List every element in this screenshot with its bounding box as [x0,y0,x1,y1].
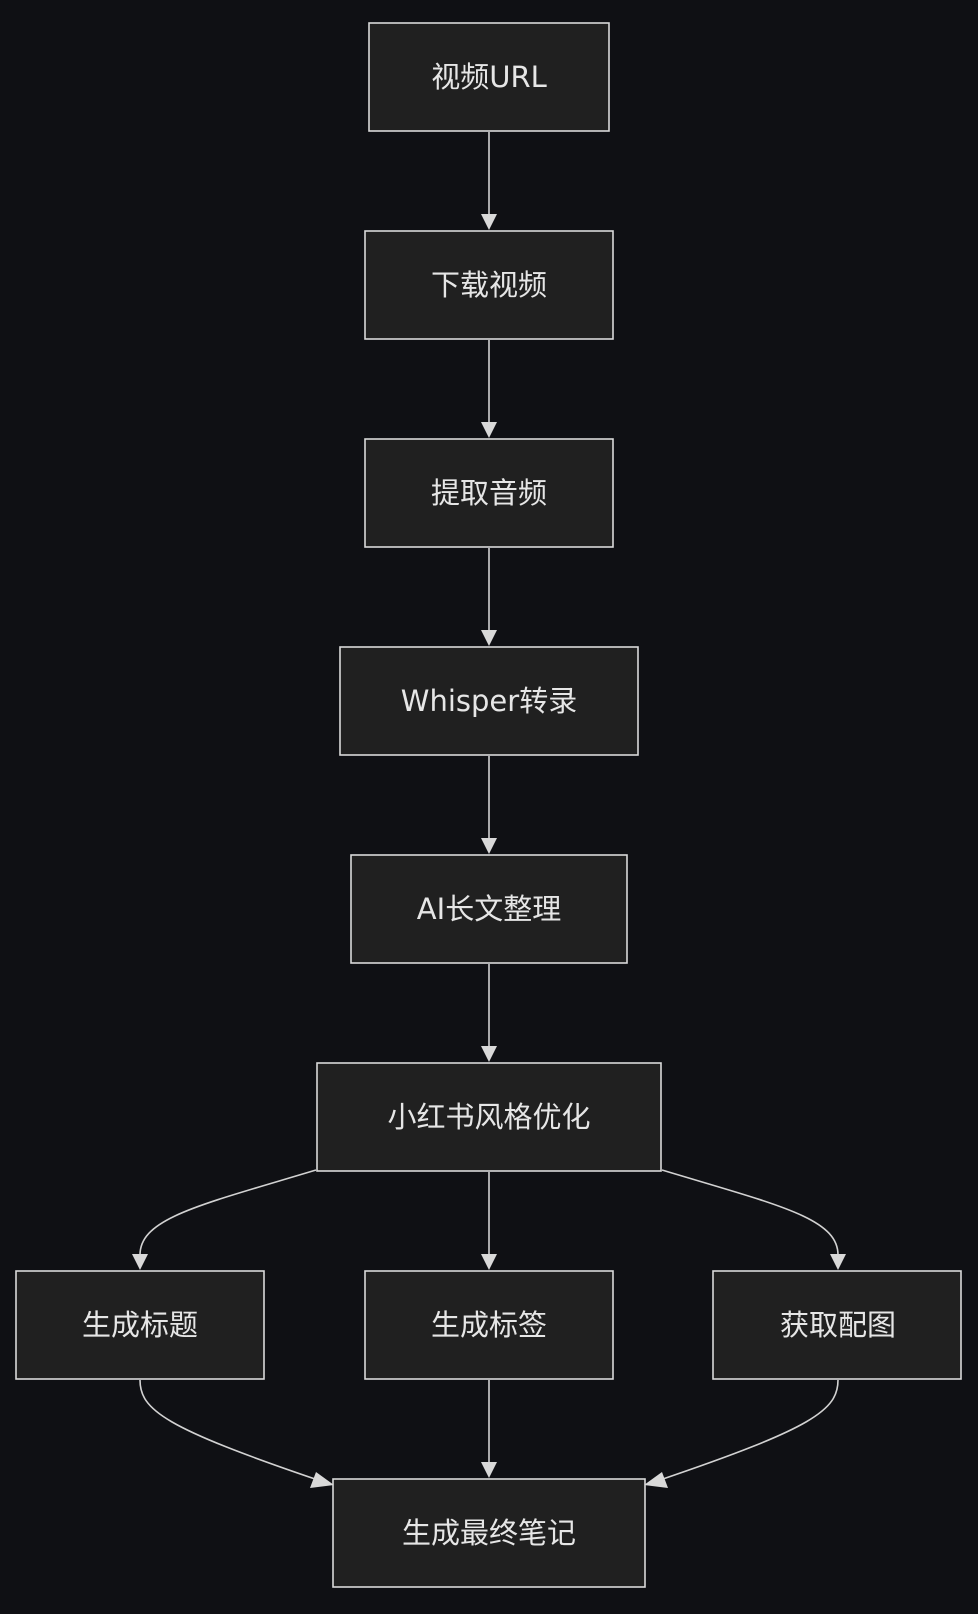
node-label: 生成标签 [431,1308,547,1342]
node-label: 生成标题 [82,1308,198,1342]
node-get-images: 获取配图 [712,1270,962,1380]
node-label: 生成最终笔记 [402,1516,576,1550]
node-label: 获取配图 [780,1308,896,1342]
edge-gen-title-to-final-note [139,1379,319,1481]
arrow-head [310,1472,334,1488]
edges [132,132,846,1488]
node-video-url: 视频URL [368,22,610,132]
node-whisper-transcribe: Whisper转录 [339,646,639,756]
node-label: 下载视频 [431,268,547,302]
node-final-note: 生成最终笔记 [332,1478,646,1588]
node-label: Whisper转录 [401,684,577,718]
arrow-head [830,1254,846,1270]
edge-xhs-style-to-get-images [661,1169,839,1256]
edge-xhs-style-to-gen-title [139,1169,317,1256]
node-gen-title: 生成标题 [15,1270,265,1380]
node-label: AI长文整理 [417,892,561,926]
arrow-head [481,838,497,854]
node-xhs-style: 小红书风格优化 [316,1062,662,1172]
arrow-head [481,422,497,438]
edge-get-images-to-final-note [659,1379,839,1481]
node-gen-tags: 生成标签 [364,1270,614,1380]
node-ai-organize: AI长文整理 [350,854,628,964]
arrow-head [481,1462,497,1478]
node-label: 视频URL [431,60,547,94]
arrow-head [481,214,497,230]
node-extract-audio: 提取音频 [364,438,614,548]
node-download-video: 下载视频 [364,230,614,340]
node-label: 提取音频 [431,476,547,510]
arrow-head [481,630,497,646]
arrow-head [481,1046,497,1062]
arrow-head [644,1472,668,1488]
arrow-head [481,1254,497,1270]
node-label: 小红书风格优化 [387,1100,590,1134]
arrow-head [132,1254,148,1270]
